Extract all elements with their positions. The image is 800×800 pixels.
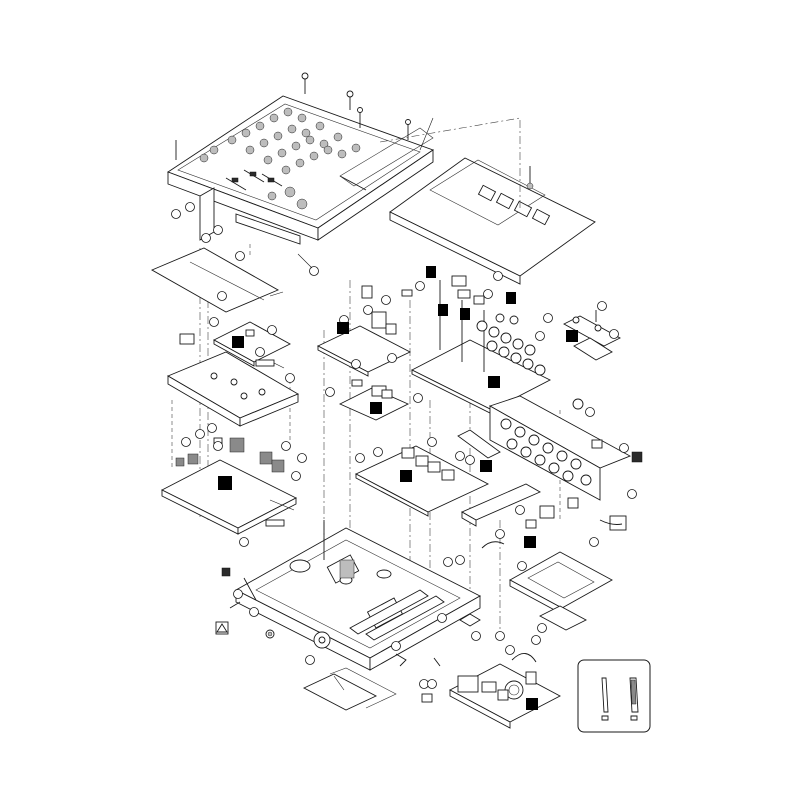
legend-box	[577, 659, 651, 733]
bottom-right-cover	[509, 551, 613, 633]
top-control-panel	[167, 72, 434, 276]
rear-jack-panel	[488, 395, 643, 501]
marker-connector	[524, 536, 536, 548]
insulating-sheet	[150, 247, 284, 313]
bottom-chassis	[221, 520, 481, 671]
marker-left-pcb	[218, 476, 232, 490]
marker-jack-upper	[488, 376, 500, 388]
legend-frame	[577, 659, 651, 733]
reference-markers	[218, 266, 578, 710]
long-bracket-bar	[460, 483, 542, 527]
marker-top-2	[506, 292, 516, 304]
connector-strip-dark-icon	[629, 677, 639, 721]
small-connector-parts	[481, 497, 627, 549]
marker-center-upper	[337, 322, 349, 334]
rca-jacks-upper	[476, 313, 546, 376]
connector-strip-light-icon	[601, 677, 609, 721]
marker-right-bracket	[566, 330, 578, 342]
rear-top-cover	[389, 157, 596, 285]
jack-board-upper	[411, 275, 553, 415]
board-small-left	[179, 317, 291, 369]
marker-left-small	[232, 336, 244, 348]
panel-screws	[175, 72, 411, 160]
panel-knobs	[199, 107, 361, 210]
center-right-pcb	[354, 429, 501, 517]
marker-center-right	[400, 470, 412, 482]
bottom-sheet	[302, 655, 397, 711]
center-upper-board	[316, 285, 413, 377]
marker-center-lower	[370, 402, 382, 414]
warning-icon	[215, 621, 229, 635]
marker-top-4	[460, 308, 470, 320]
marker-jack-lower	[480, 460, 492, 472]
power-supply-board	[449, 631, 561, 729]
left-shield-plate	[166, 351, 300, 427]
right-side-bracket	[563, 301, 621, 361]
left-main-pcb	[161, 423, 307, 535]
panel-faders	[225, 169, 367, 191]
bottom-small-parts	[391, 613, 447, 703]
marker-power	[526, 698, 538, 710]
marker-top-1	[426, 266, 436, 278]
rear-jacks	[500, 418, 592, 486]
marker-top-3	[438, 304, 448, 316]
